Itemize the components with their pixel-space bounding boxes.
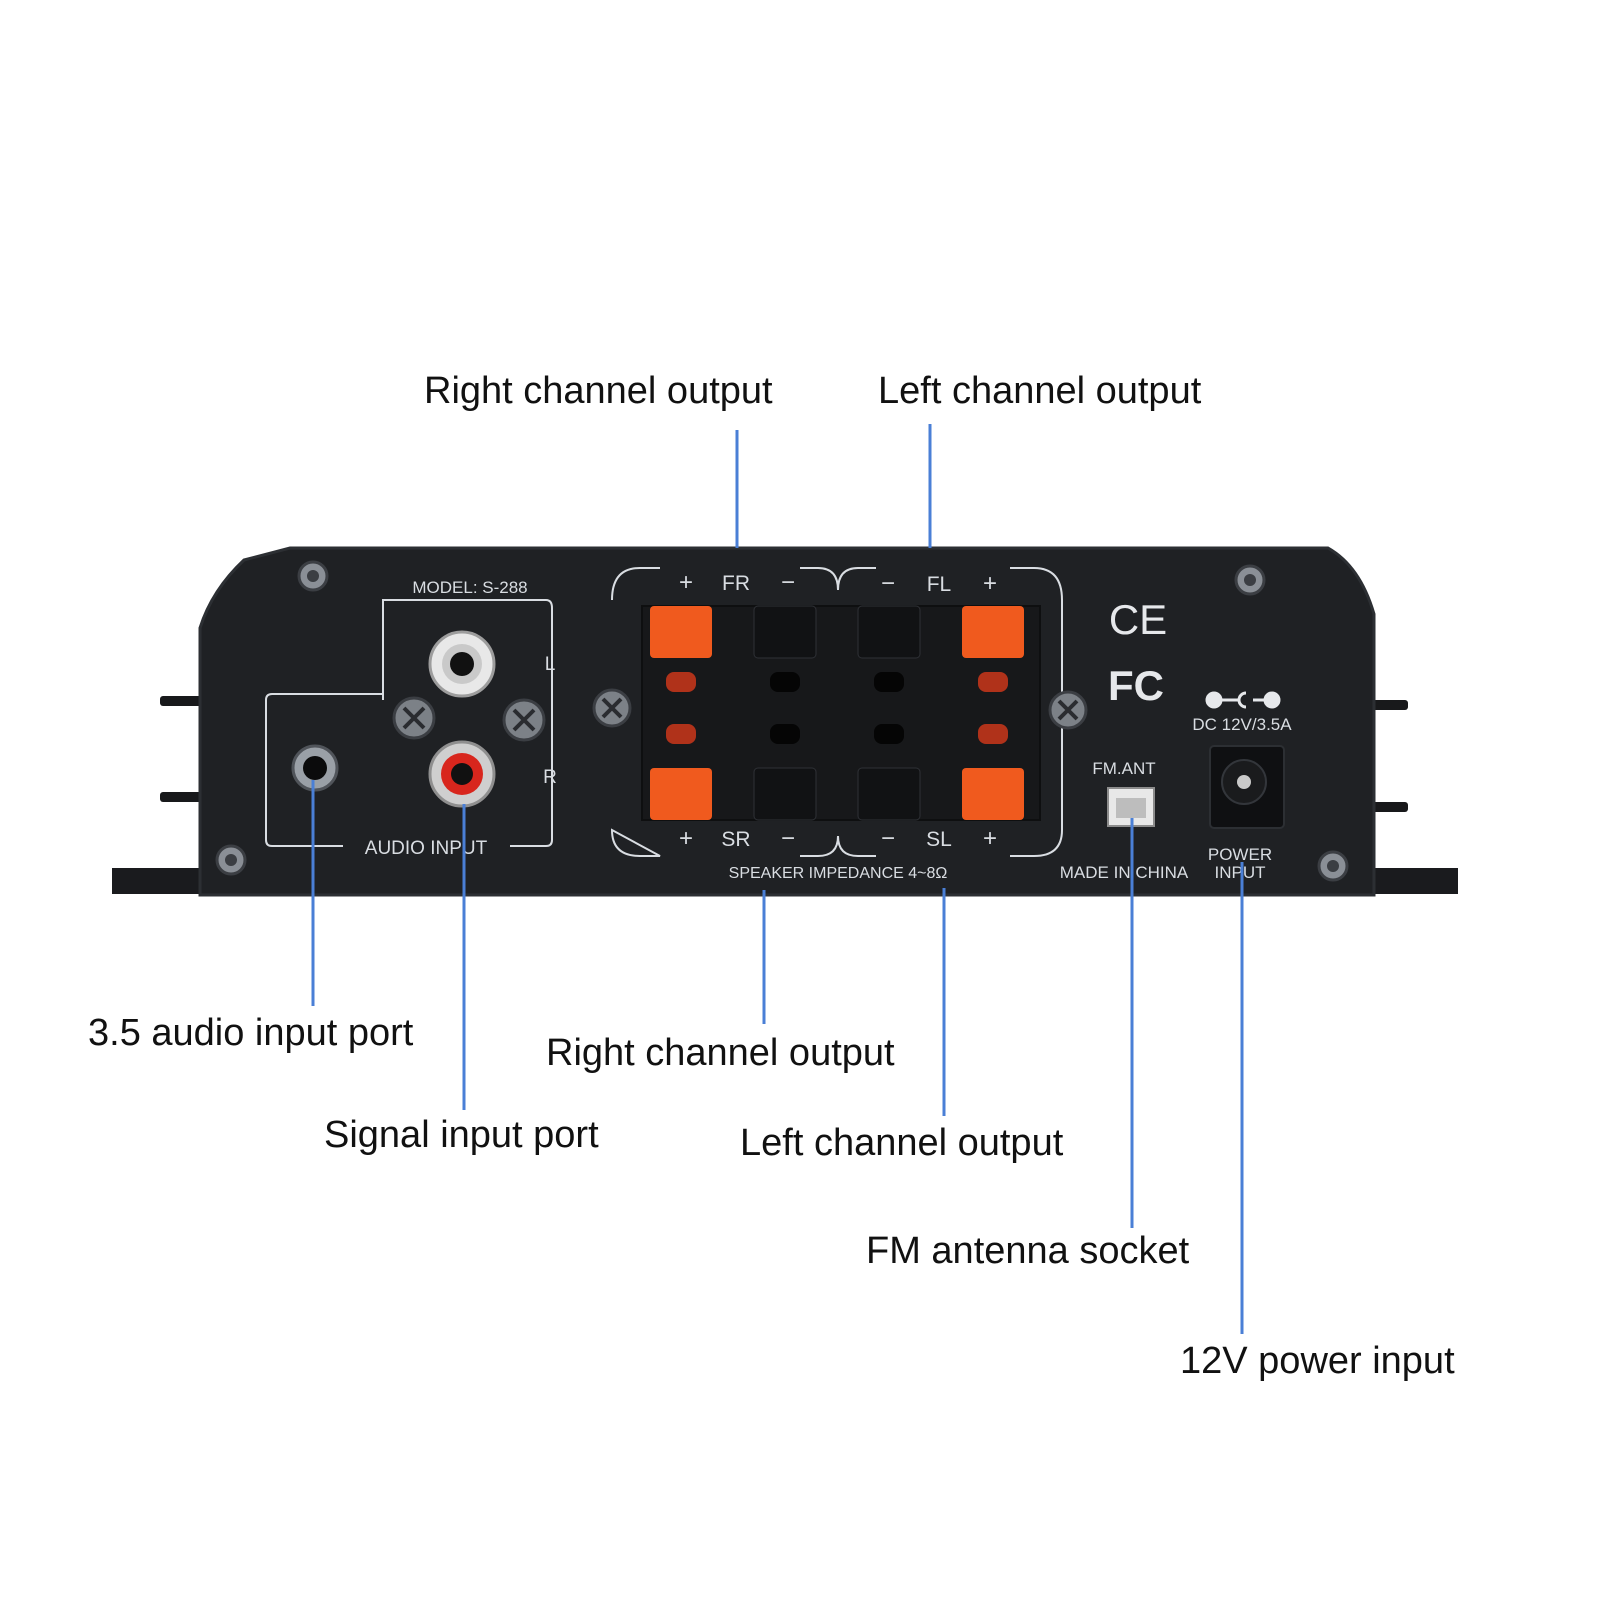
speaker-polarity-labels: + FR − − FL + + SR − − SL + [679,569,997,852]
callout-top-right-channel: Right channel output [424,370,773,412]
power-label: POWER [1208,845,1272,864]
model-label: MODEL: S-288 [412,578,527,597]
channel-r-label: R [543,767,557,788]
fr-label: FR [722,572,750,595]
fr-minus-label: − [781,569,795,596]
sl-label: SL [926,828,952,851]
callout-bottom-left-channel: Left channel output [740,1122,1064,1164]
speaker-impedance-label: SPEAKER IMPEDANCE 4~8Ω [729,865,948,882]
sr-plus-label: + [679,825,693,852]
callout-audio-35: 3.5 audio input port [88,1012,414,1054]
fm-antenna-socket[interactable] [1107,787,1155,827]
terminal-fr-minus[interactable] [753,605,817,821]
dc-polarity-icon [1205,691,1281,709]
rca-left-jack[interactable] [428,630,496,698]
fc-mark: FC [1108,662,1164,709]
audio-input-label: AUDIO INPUT [365,838,488,859]
audio-35mm-jack[interactable] [291,744,339,792]
ce-mark: CE [1109,596,1167,643]
sl-minus-label: − [881,825,895,852]
terminal-fl-minus[interactable] [857,605,921,821]
audio-input-frame [265,599,553,847]
power-input-jack[interactable] [1209,745,1285,829]
callout-power-12v: 12V power input [1180,1340,1455,1382]
fl-plus-label: + [983,570,997,597]
made-in-label: MADE IN CHINA [1060,863,1189,882]
corner-screws [215,560,1349,882]
callout-bottom-right-channel: Right channel output [546,1032,895,1074]
terminal-fr-plus[interactable] [650,606,712,820]
dc-rating-label: DC 12V/3.5A [1192,715,1292,734]
fm-ant-label: FM.ANT [1092,759,1155,778]
terminal-fl-plus[interactable] [962,606,1024,820]
sl-plus-label: + [983,825,997,852]
callout-signal-input: Signal input port [324,1114,599,1156]
fl-minus-label: − [881,570,895,597]
fl-label: FL [927,573,952,596]
rca-screws [392,696,546,742]
callout-top-left-channel: Left channel output [878,370,1202,412]
sr-minus-label: − [781,825,795,852]
callout-fm-antenna: FM antenna socket [866,1230,1190,1272]
input-label: INPUT [1215,863,1266,882]
fr-plus-label: + [679,569,693,596]
channel-l-label: L [545,654,556,675]
sr-label: SR [721,828,750,851]
rca-right-jack[interactable] [428,740,496,808]
leader-lines [311,424,1244,1334]
